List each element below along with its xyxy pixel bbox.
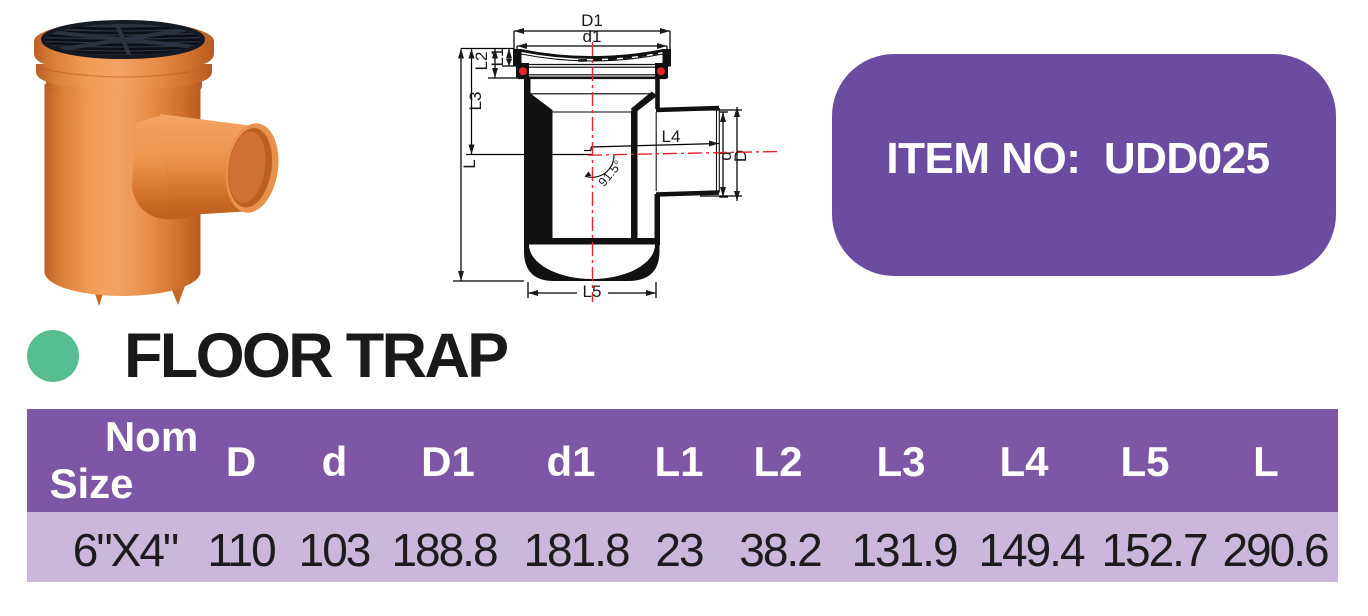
svg-text:L: L: [460, 159, 479, 168]
svg-text:D: D: [731, 150, 750, 162]
svg-text:d1: d1: [583, 27, 602, 46]
svg-text:91.5°: 91.5°: [596, 158, 626, 189]
svg-text:d: d: [716, 151, 735, 160]
svg-text:L5: L5: [583, 282, 602, 301]
svg-text:L3: L3: [466, 92, 485, 111]
svg-text:L1: L1: [488, 48, 507, 67]
svg-text:D1: D1: [581, 11, 603, 30]
svg-text:L2: L2: [472, 52, 491, 71]
svg-text:L4: L4: [662, 127, 681, 146]
